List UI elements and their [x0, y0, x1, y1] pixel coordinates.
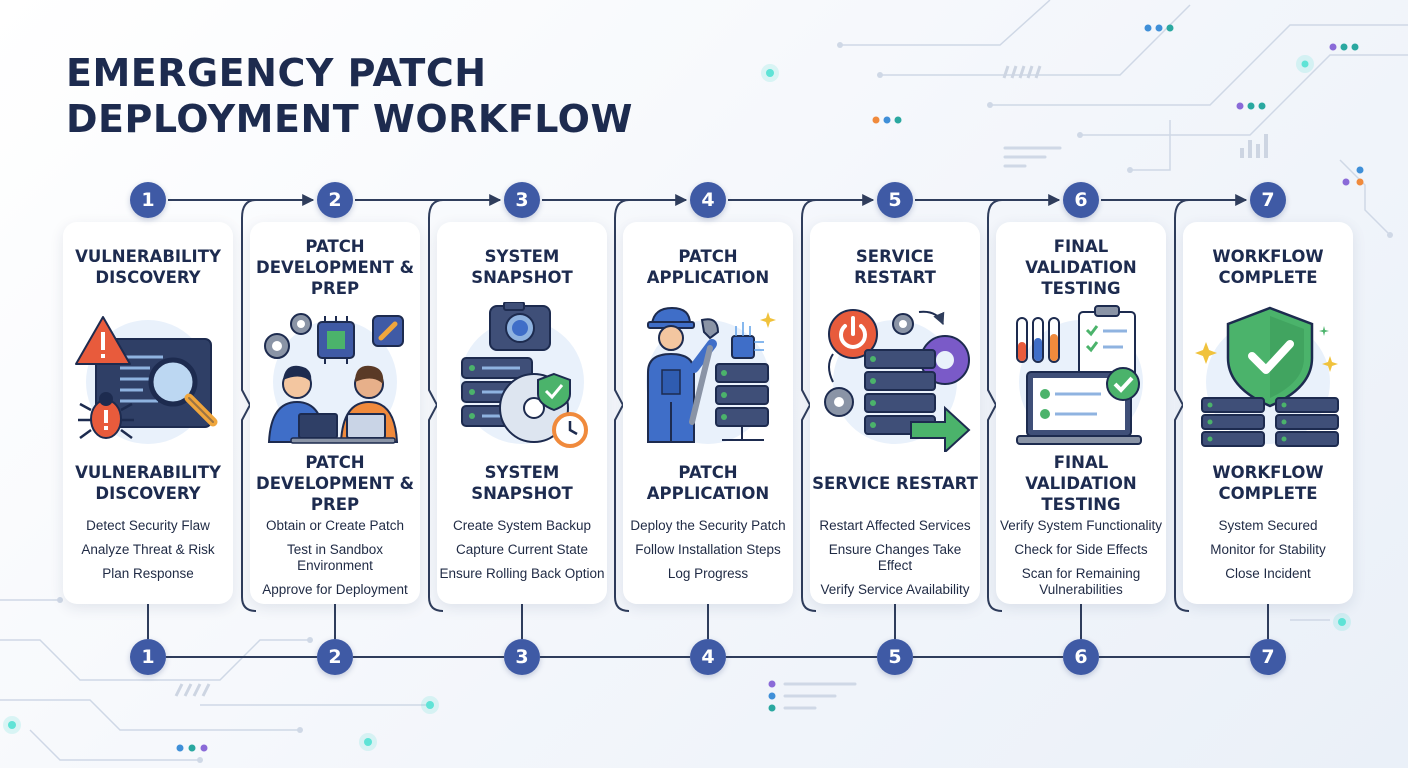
list-item: Check for Side Effects	[1014, 542, 1148, 557]
step-subtitle: PATCH APPLICATION	[646, 463, 770, 503]
list-item: Log Progress	[667, 566, 749, 581]
step-badge-top-4: 4	[690, 182, 726, 218]
step-title: SERVICE RESTART	[854, 247, 936, 287]
step-task-list: Obtain or Create Patch Test in Sandbox E…	[252, 518, 418, 606]
list-item: System Secured	[1218, 518, 1318, 533]
step-badge-bottom-3: 3	[504, 639, 540, 675]
step-card-3: SYSTEM SNAPSHOT SYSTEM SNAPSHOT Create S…	[437, 222, 607, 604]
technician-with-wrench-icon	[646, 306, 776, 444]
list-item: Ensure Changes Take Effect	[828, 542, 962, 573]
power-restart-server-icon	[824, 309, 971, 452]
step-task-list: Deploy the Security Patch Follow Install…	[625, 518, 791, 590]
list-item: Detect Security Flaw	[86, 518, 210, 533]
step-badge-top-1: 1	[130, 182, 166, 218]
step-title: PATCH DEVELOPMENT & PREP	[256, 236, 414, 298]
step-title: WORKFLOW COMPLETE	[1212, 247, 1324, 287]
validation-checklist-icon	[1016, 305, 1143, 445]
list-item: Test in Sandbox Environment	[286, 542, 384, 573]
list-item: Scan for Remaining Vulnerabilities	[1021, 566, 1141, 597]
list-item: Verify System Functionality	[999, 518, 1163, 533]
list-item: Approve for Deployment	[262, 582, 408, 597]
list-item: Verify Service Availability	[820, 582, 970, 597]
step-badge-top-5: 5	[877, 182, 913, 218]
step-subtitle: FINAL VALIDATION TESTING	[1025, 452, 1137, 514]
secured-shield-check-icon	[1195, 306, 1339, 447]
list-item: Capture Current State	[455, 542, 589, 557]
list-item: Restart Affected Services	[819, 518, 971, 533]
step-badge-top-2: 2	[317, 182, 353, 218]
step-card-2: PATCH DEVELOPMENT & PREP PATCH DEVELOPME…	[250, 222, 420, 604]
step-subtitle: PATCH DEVELOPMENT & PREP	[256, 452, 414, 514]
list-item: Monitor for Stability	[1210, 542, 1326, 557]
step-card-1: VULNERABILITY DISCOVERY VULNERABILITY DI…	[63, 222, 233, 604]
step-card-5: SERVICE RESTART SERVICE RESTART Restart …	[810, 222, 980, 604]
step-card-7: WORKFLOW COMPLETE WORKFLOW COMPLETE Syst…	[1183, 222, 1353, 604]
step-title: SYSTEM SNAPSHOT	[471, 247, 573, 287]
step-task-list: Detect Security Flaw Analyze Threat & Ri…	[65, 518, 231, 590]
step-title: PATCH APPLICATION	[646, 247, 770, 287]
step-subtitle: WORKFLOW COMPLETE	[1212, 463, 1324, 503]
step-task-list: Create System Backup Capture Current Sta…	[439, 518, 605, 590]
step-badge-bottom-7: 7	[1250, 639, 1286, 675]
step-badge-bottom-5: 5	[877, 639, 913, 675]
step-badge-top-7: 7	[1250, 182, 1286, 218]
step-task-list: System Secured Monitor for Stability Clo…	[1185, 518, 1351, 590]
step-title: FINAL VALIDATION TESTING	[1025, 236, 1137, 298]
list-item: Analyze Threat & Risk	[81, 542, 215, 557]
list-item: Create System Backup	[452, 518, 592, 533]
step-badge-bottom-4: 4	[690, 639, 726, 675]
vulnerability-search-icon	[75, 316, 218, 444]
step-subtitle: VULNERABILITY DISCOVERY	[75, 463, 221, 503]
step-badge-top-6: 6	[1063, 182, 1099, 218]
developers-at-laptops-icon	[264, 313, 404, 444]
list-item: Close Incident	[1225, 566, 1311, 581]
step-badge-bottom-1: 1	[130, 639, 166, 675]
list-item: Obtain or Create Patch	[265, 518, 405, 533]
list-item: Ensure Rolling Back Option	[439, 566, 605, 581]
step-subtitle: SYSTEM SNAPSHOT	[471, 463, 573, 503]
title-line-2: DEPLOYMENT WORKFLOW	[66, 97, 633, 141]
server-snapshot-icon	[460, 302, 588, 448]
title-line-1: EMERGENCY PATCH	[66, 51, 487, 95]
step-badge-top-3: 3	[504, 182, 540, 218]
step-title: VULNERABILITY DISCOVERY	[75, 247, 221, 287]
step-task-list: Restart Affected Services Ensure Changes…	[812, 518, 978, 606]
step-card-4: PATCH APPLICATION PATCH APPLICATION Depl…	[623, 222, 793, 604]
step-card-6: FINAL VALIDATION TESTING FINAL VALIDATIO…	[996, 222, 1166, 604]
step-subtitle: SERVICE RESTART	[812, 473, 978, 493]
step-task-list: Verify System Functionality Check for Si…	[998, 518, 1164, 606]
page-title: EMERGENCY PATCH DEPLOYMENT WORKFLOW	[66, 50, 633, 142]
list-item: Follow Installation Steps	[635, 542, 781, 557]
step-badge-bottom-2: 2	[317, 639, 353, 675]
list-item: Plan Response	[102, 566, 194, 581]
list-item: Deploy the Security Patch	[630, 518, 786, 533]
step-badge-bottom-6: 6	[1063, 639, 1099, 675]
